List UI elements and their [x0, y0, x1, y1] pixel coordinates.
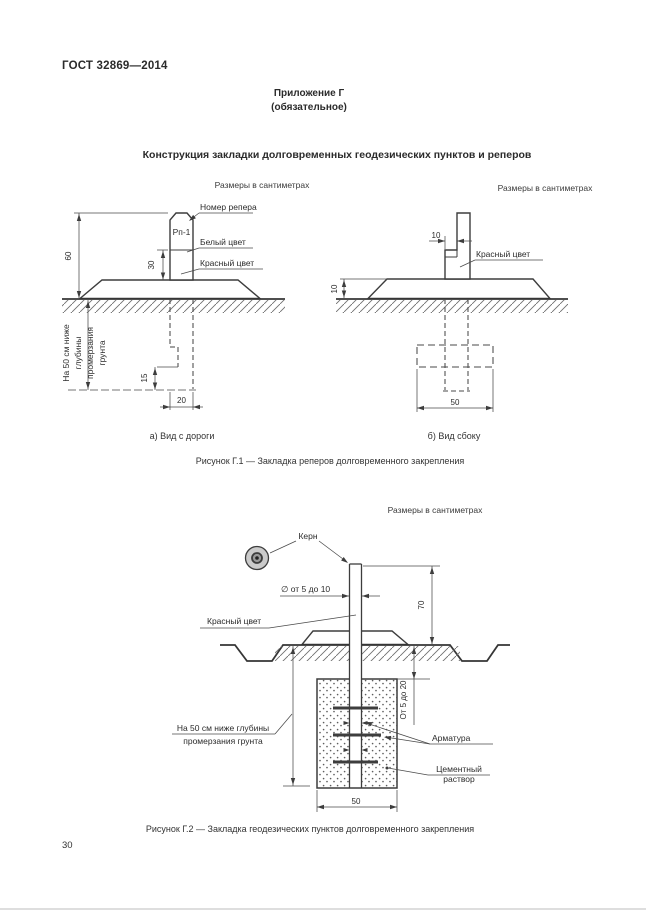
cement-leader-dot — [385, 766, 389, 770]
dim-total-height: 60 — [64, 251, 73, 260]
ground-hatching-2 — [275, 646, 460, 661]
core-leader-l — [269, 540, 297, 554]
rebar-bar-3 — [333, 760, 378, 764]
label-core: Керн — [298, 531, 317, 541]
label-red-color-2: Красный цвет — [207, 616, 261, 626]
frost-leader-2 — [274, 713, 293, 735]
annex-kind: (обязательное) — [271, 101, 347, 113]
label-red-color-b: Красный цвет — [476, 249, 530, 259]
dim-step-width: 10 — [432, 231, 441, 240]
rebar-leader-2 — [384, 736, 431, 745]
frost-note-3: промерзания — [85, 327, 95, 379]
label-rebar: Арматура — [432, 733, 471, 743]
core-leader-r — [318, 540, 348, 563]
red-leader-2 — [268, 614, 357, 629]
frost-note-2: глубины — [73, 337, 83, 370]
dim-anchor-width: 20 — [177, 396, 186, 405]
view-a-caption: а) Вид с дороги — [149, 431, 215, 441]
label-white-color: Белый цвет — [200, 237, 246, 247]
red-leader-b — [459, 259, 476, 268]
view-b-caption: б) Вид сбоку — [427, 431, 481, 441]
dim-anchor-height: 15 — [140, 373, 149, 382]
benchmark-post — [169, 212, 194, 281]
benchmark-base-mound — [78, 279, 262, 300]
annex-heading: Приложение Г (обязательное) — [271, 87, 347, 114]
ground-hatching — [62, 300, 285, 313]
figure1-view-a: 60 30 15 20 На 50 см ниже глубины — [61, 202, 285, 410]
footing-dashed-box — [416, 344, 494, 368]
annex-title: Приложение Г — [273, 88, 345, 99]
dim-base-height: 10 — [330, 284, 339, 293]
marker-id: Рп-1 — [173, 227, 191, 237]
dim-diameter: ∅ от 5 до 10 — [281, 584, 330, 594]
dim-footing-width-b: 50 — [451, 398, 460, 407]
core-dot — [255, 556, 259, 560]
dim-embed: От 5 до 20 — [399, 680, 408, 720]
label-cement-1: Цементный — [436, 764, 482, 774]
units-note-fig2: Размеры в сантиметрах — [387, 505, 483, 515]
dim-above-ground: 70 — [417, 600, 426, 609]
figure1-view-b: 10 Красный цвет 10 50 — [330, 212, 568, 412]
frost-note2-1: На 50 см ниже глубины — [177, 723, 269, 733]
frost-note-4: грунта — [97, 340, 107, 365]
units-note-fig1b: Размеры в сантиметрах — [497, 183, 593, 193]
dim-red-height: 30 — [147, 260, 156, 269]
frost-note-1: На 50 см ниже — [61, 324, 71, 382]
label-red-color-a: Красный цвет — [200, 258, 254, 268]
pipe-body — [349, 564, 362, 787]
label-marker-number: Номер репера — [200, 202, 257, 212]
white-leader — [186, 247, 200, 253]
standard-code: ГОСТ 32869—2014 — [62, 60, 168, 72]
dim-footing-width-2: 50 — [352, 797, 361, 806]
benchmark-base-mound-side — [366, 278, 552, 300]
frost-note2-2: промерзания грунта — [183, 736, 263, 746]
red-leader-a — [180, 268, 200, 275]
rebar-bar-2 — [333, 733, 381, 737]
figure2-drawing: Керн ∅ от 5 до 10 70 Красный цвет — [172, 531, 510, 812]
benchmark-post-side — [444, 212, 471, 280]
rebar-bar-1 — [333, 706, 378, 710]
label-cement-2: раствор — [443, 774, 475, 784]
ground-hatching-side — [336, 300, 568, 313]
section-title: Конструкция закладки долговременных геод… — [142, 149, 532, 161]
cement-leader — [387, 767, 429, 776]
figure1-caption: Рисунок Г.1 — Закладка реперов долговрем… — [195, 456, 465, 466]
page-bottom-edge — [0, 908, 646, 910]
figure2-caption: Рисунок Г.2 — Закладка геодезических пун… — [145, 824, 475, 834]
rebar-leader-1 — [365, 722, 431, 745]
page-number: 30 — [62, 840, 73, 851]
ground-profile — [220, 644, 510, 662]
units-note-fig1a: Размеры в сантиметрах — [214, 180, 310, 190]
